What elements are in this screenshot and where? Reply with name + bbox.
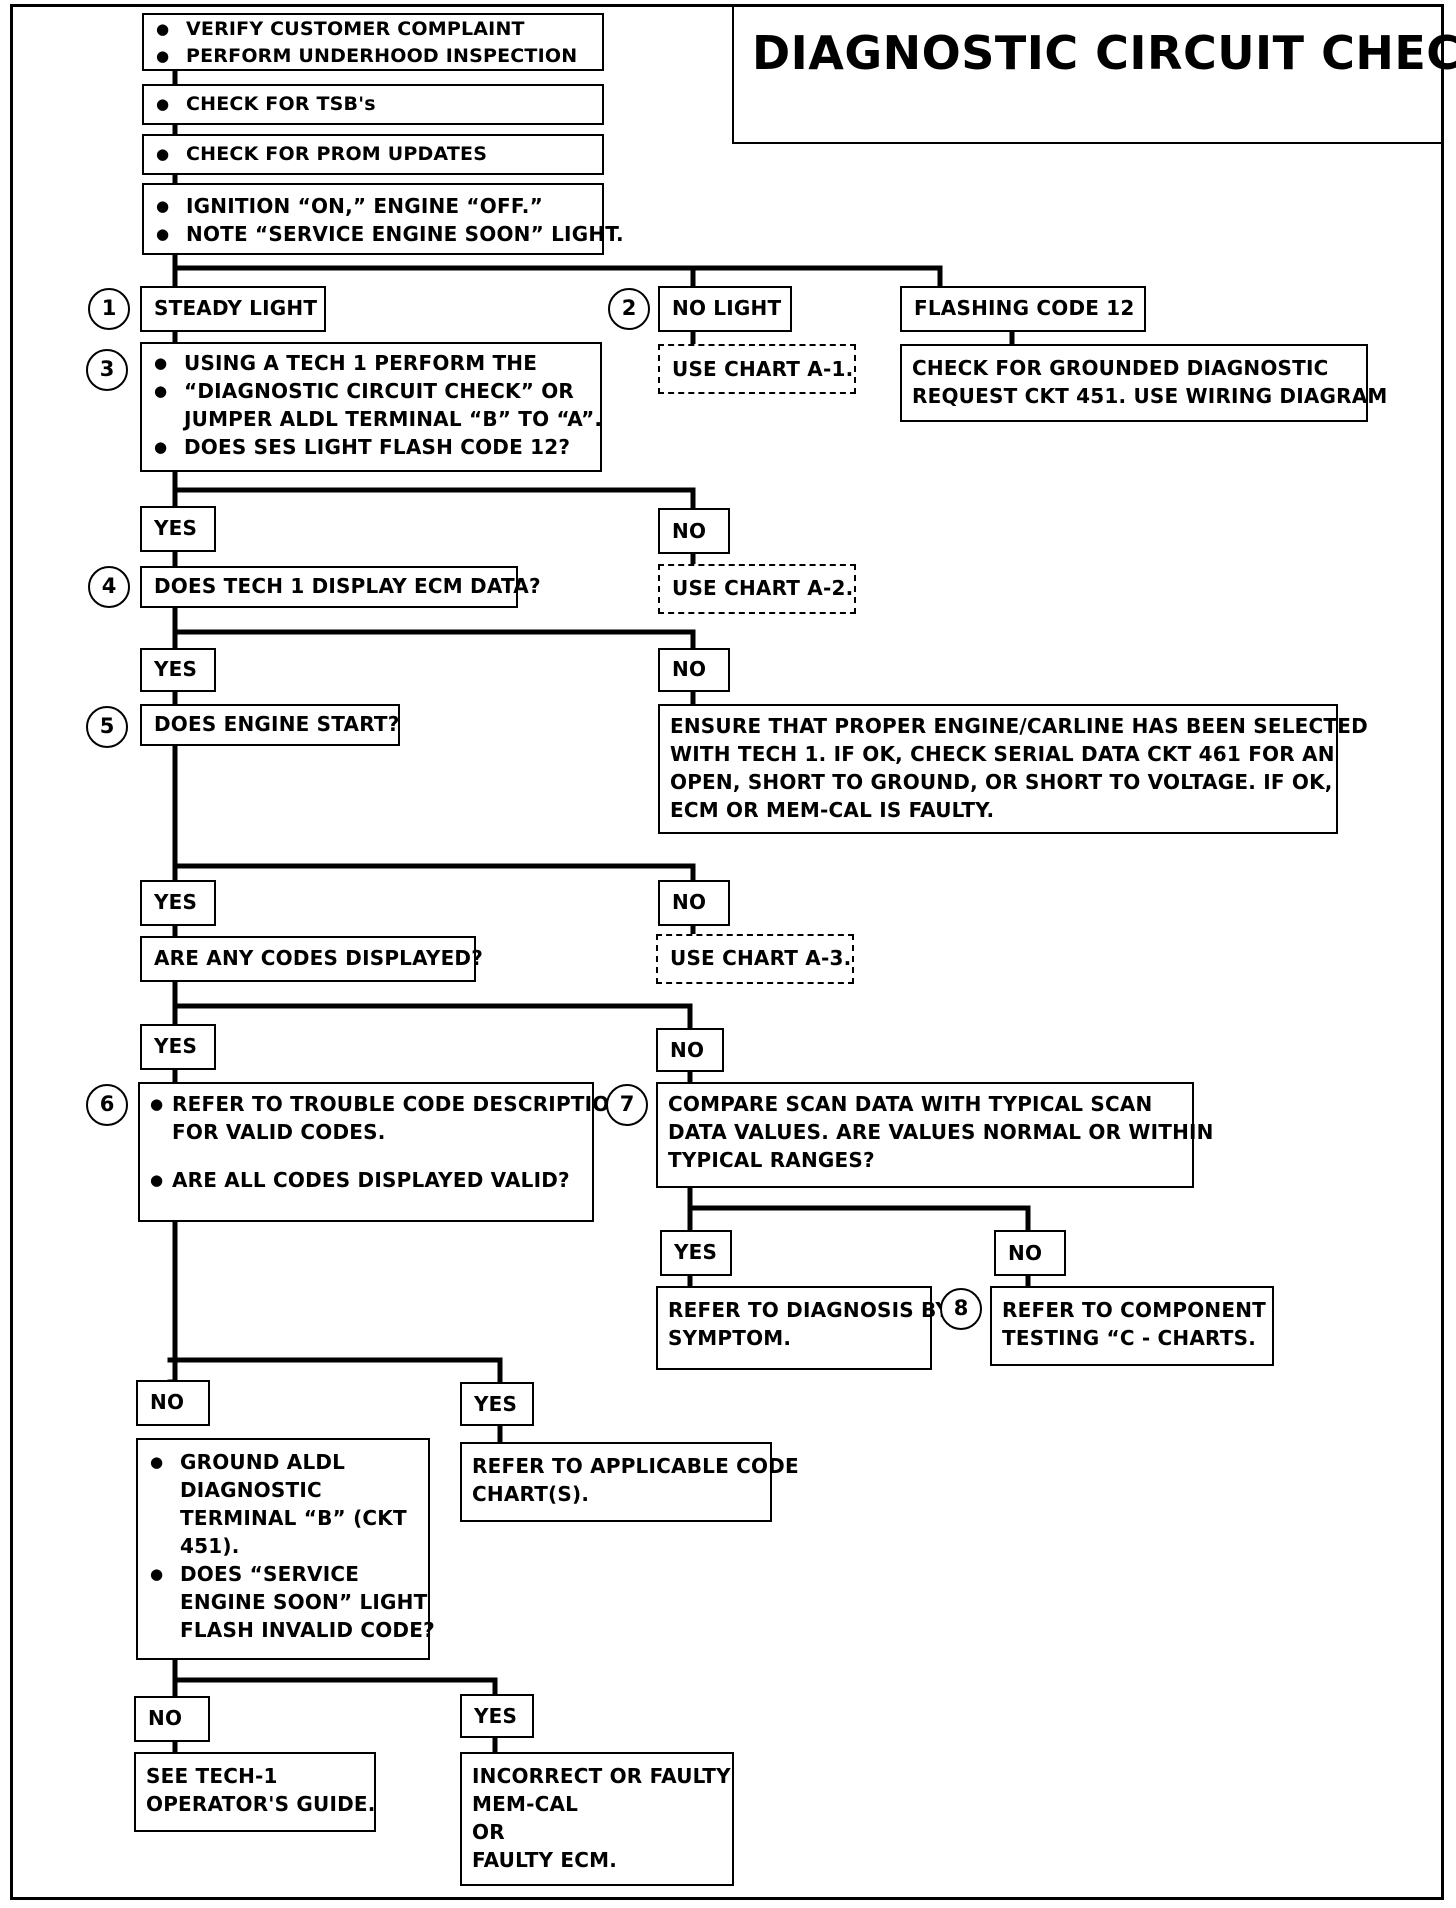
start-line: PERFORM UNDERHOOD INSPECTION xyxy=(154,43,592,70)
applicable-code-box: REFER TO APPLICABLE CODE CHART(S). xyxy=(460,1442,799,1522)
step7-line: DATA VALUES. ARE VALUES NORMAL OR WITHIN xyxy=(668,1120,1214,1144)
no-label: NO xyxy=(658,880,730,926)
step6-box: REFER TO TROUBLE CODE DESCRIPTION FOR VA… xyxy=(138,1082,626,1222)
codes-displayed-box: ARE ANY CODES DISPLAYED? xyxy=(140,936,483,982)
step-number-6: 6 xyxy=(86,1084,128,1126)
component-testing-box: REFER TO COMPONENT TESTING “C - CHARTS. xyxy=(990,1286,1274,1366)
aldl-line: GROUND ALDL xyxy=(148,1448,418,1476)
ensure-line: ECM OR MEM-CAL IS FAULTY. xyxy=(670,798,995,822)
start-box-complaint: VERIFY CUSTOMER COMPLAINT PERFORM UNDERH… xyxy=(142,13,604,71)
tech1-guide-box: SEE TECH-1 OPERATOR'S GUIDE. xyxy=(134,1752,376,1832)
guide-line: SEE TECH-1 xyxy=(146,1764,278,1788)
yes-label: YES xyxy=(140,1024,216,1070)
start-box-prom: CHECK FOR PROM UPDATES xyxy=(142,134,604,175)
yes-label: YES xyxy=(460,1382,534,1426)
chart-a3-box: USE CHART A-3. xyxy=(656,934,854,984)
grounded-line: CHECK FOR GROUNDED DIAGNOSTIC xyxy=(912,356,1329,380)
faulty-line: INCORRECT OR FAULTY xyxy=(472,1764,731,1788)
yes-label: YES xyxy=(140,880,216,926)
no-light-box: NO LIGHT xyxy=(658,286,792,332)
step3-line: DOES SES LIGHT FLASH CODE 12? xyxy=(152,433,590,461)
step-number-3: 3 xyxy=(86,349,128,391)
start-box-tsb: CHECK FOR TSB's xyxy=(142,84,604,125)
step3-box: USING A TECH 1 PERFORM THE “DIAGNOSTIC C… xyxy=(140,342,602,472)
step6-line: ARE ALL CODES DISPLAYED VALID? xyxy=(148,1166,582,1194)
aldl-line: DOES “SERVICE xyxy=(148,1560,418,1588)
aldl-line: 451). xyxy=(180,1534,240,1558)
flashing-code-box: FLASHING CODE 12 xyxy=(900,286,1146,332)
start-line: IGNITION “ON,” ENGINE “OFF.” xyxy=(154,192,592,220)
diagnosis-symptom-box: REFER TO DIAGNOSIS BY SYMPTOM. xyxy=(656,1286,951,1370)
step-number-5: 5 xyxy=(86,706,128,748)
start-line: CHECK FOR PROM UPDATES xyxy=(154,140,592,168)
no-label: NO xyxy=(658,648,730,692)
step7-box: COMPARE SCAN DATA WITH TYPICAL SCAN DATA… xyxy=(656,1082,1214,1188)
faulty-line: FAULTY ECM. xyxy=(472,1848,618,1872)
page-title: DIAGNOSTIC CIRCUIT CHECK xyxy=(752,26,1456,80)
ground-aldl-box: GROUND ALDL DIAGNOSTIC TERMINAL “B” (CKT… xyxy=(136,1438,435,1660)
chart-a2-box: USE CHART A-2. xyxy=(658,564,856,614)
component-line: TESTING “C - CHARTS. xyxy=(1002,1326,1256,1350)
aldl-line: FLASH INVALID CODE? xyxy=(180,1618,435,1642)
symptom-line: REFER TO DIAGNOSIS BY xyxy=(668,1298,951,1322)
start-box-ignition: IGNITION “ON,” ENGINE “OFF.” NOTE “SERVI… xyxy=(142,183,624,255)
yes-label: YES xyxy=(460,1694,534,1738)
start-line: NOTE “SERVICE ENGINE SOON” LIGHT. xyxy=(154,220,624,248)
page-frame xyxy=(10,4,1444,1900)
aldl-line: TERMINAL “B” (CKT xyxy=(180,1506,407,1530)
symptom-line: SYMPTOM. xyxy=(668,1326,792,1350)
yes-label: YES xyxy=(140,648,216,692)
no-label: NO xyxy=(658,508,730,554)
faulty-line: OR xyxy=(472,1820,505,1844)
step-number-7: 7 xyxy=(606,1084,648,1126)
no-label: NO xyxy=(134,1696,210,1742)
ensure-line: WITH TECH 1. IF OK, CHECK SERIAL DATA CK… xyxy=(670,742,1335,766)
no-label: NO xyxy=(656,1028,724,1072)
step6-line: FOR VALID CODES. xyxy=(172,1120,386,1144)
no-label: NO xyxy=(136,1380,210,1426)
aldl-line: DIAGNOSTIC xyxy=(180,1478,322,1502)
ensure-line: OPEN, SHORT TO GROUND, OR SHORT TO VOLTA… xyxy=(670,770,1333,794)
component-line: REFER TO COMPONENT xyxy=(1002,1298,1266,1322)
step3-line: USING A TECH 1 PERFORM THE xyxy=(152,349,590,377)
step3-line: “DIAGNOSTIC CIRCUIT CHECK” OR xyxy=(152,377,590,405)
step5-box: DOES ENGINE START? xyxy=(140,704,400,746)
no-label: NO xyxy=(994,1230,1066,1276)
guide-line: OPERATOR'S GUIDE. xyxy=(146,1792,376,1816)
grounded-diagnostic-box: CHECK FOR GROUNDED DIAGNOSTIC REQUEST CK… xyxy=(900,344,1388,422)
start-line: CHECK FOR TSB's xyxy=(154,90,592,118)
step-number-8: 8 xyxy=(940,1288,982,1330)
faulty-line: MEM-CAL xyxy=(472,1792,579,1816)
ensure-engine-box: ENSURE THAT PROPER ENGINE/CARLINE HAS BE… xyxy=(658,704,1368,834)
faulty-ecm-box: INCORRECT OR FAULTY MEM-CAL OR FAULTY EC… xyxy=(460,1752,734,1886)
step-number-2: 2 xyxy=(608,288,650,330)
step4-box: DOES TECH 1 DISPLAY ECM DATA? xyxy=(140,566,541,608)
step-number-4: 4 xyxy=(88,566,130,608)
step7-line: TYPICAL RANGES? xyxy=(668,1148,875,1172)
title-box: DIAGNOSTIC CIRCUIT CHECK xyxy=(732,4,1456,144)
applicable-line: CHART(S). xyxy=(472,1482,590,1506)
step-number-1: 1 xyxy=(88,288,130,330)
steady-light-box: STEADY LIGHT xyxy=(140,286,326,332)
start-line: VERIFY CUSTOMER COMPLAINT xyxy=(154,16,592,43)
ensure-line: ENSURE THAT PROPER ENGINE/CARLINE HAS BE… xyxy=(670,714,1368,738)
grounded-line: REQUEST CKT 451. USE WIRING DIAGRAM xyxy=(912,384,1388,408)
yes-label: YES xyxy=(660,1230,732,1276)
aldl-line: ENGINE SOON” LIGHT xyxy=(180,1590,428,1614)
applicable-line: REFER TO APPLICABLE CODE xyxy=(472,1454,799,1478)
chart-a1-box: USE CHART A-1. xyxy=(658,344,856,394)
step7-line: COMPARE SCAN DATA WITH TYPICAL SCAN xyxy=(668,1092,1153,1116)
yes-label: YES xyxy=(140,506,216,552)
step6-line: REFER TO TROUBLE CODE DESCRIPTION xyxy=(148,1090,626,1118)
step3-line: JUMPER ALDL TERMINAL “B” TO “A”. xyxy=(184,407,603,431)
